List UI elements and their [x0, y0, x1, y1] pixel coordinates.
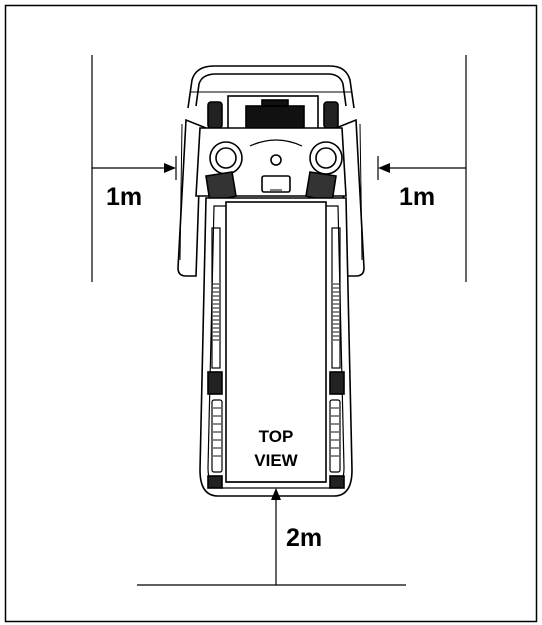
left-side-rail: [211, 227, 223, 473]
right-clearance-label: 1m: [399, 183, 435, 211]
diagram-border: [4, 4, 538, 623]
running-belt: [225, 201, 327, 483]
dimension-arrows: [164, 163, 390, 500]
view-label-view: VIEW: [254, 451, 298, 470]
console-hood: [187, 65, 355, 109]
treadmill-top-view: [177, 65, 365, 497]
left-arrowhead: [164, 163, 176, 173]
left-clearance-label: 1m: [106, 183, 142, 211]
rear-arrowhead: [271, 488, 281, 500]
right-side-rail: [329, 227, 341, 473]
view-label-top: TOP: [259, 427, 294, 446]
right-arrowhead: [378, 163, 390, 173]
rear-clearance-label: 2m: [286, 524, 322, 552]
clearance-lines: [91, 55, 467, 586]
